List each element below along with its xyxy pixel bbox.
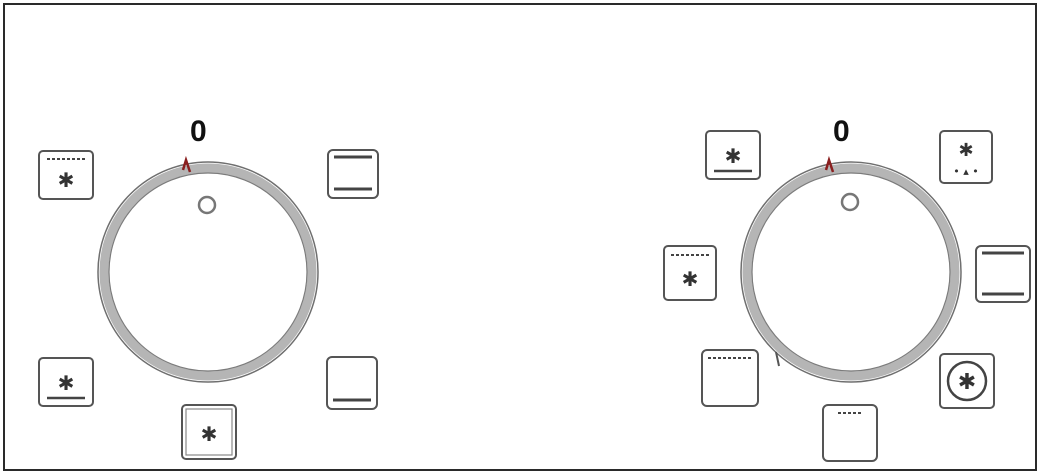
right-dial-zero-label: 0	[833, 115, 850, 148]
svg-text:✱: ✱	[958, 140, 973, 161]
svg-text:✱: ✱	[725, 144, 742, 168]
fan-icon[interactable]: ✱	[180, 403, 238, 461]
svg-text:✱: ✱	[958, 370, 976, 395]
svg-text:• ▴ •: • ▴ •	[953, 165, 979, 178]
svg-text:✱: ✱	[58, 371, 75, 395]
top-heat-fan-icon[interactable]: ✱	[37, 149, 95, 201]
full-heat-icon[interactable]	[326, 148, 380, 200]
defrost-icon[interactable]: ✱ • ▴ •	[938, 129, 994, 185]
bottom-heat-fan-icon[interactable]: ✱	[37, 356, 95, 408]
left-dial-marker	[181, 155, 192, 173]
left-dial-indicator	[197, 195, 217, 215]
bottom-heat-fan-icon[interactable]: ✱	[704, 129, 762, 181]
left-dial[interactable]	[97, 155, 319, 383]
grill-icon[interactable]	[821, 403, 879, 463]
top-heat-icon[interactable]	[700, 348, 760, 408]
svg-text:✱: ✱	[201, 422, 218, 446]
full-heat-icon[interactable]	[974, 244, 1032, 304]
diagram-frame	[3, 3, 1037, 471]
left-dial-zero-label: 0	[190, 115, 207, 148]
svg-text:✱: ✱	[682, 267, 699, 291]
right-dial-tick	[775, 351, 780, 367]
bottom-heat-icon[interactable]	[325, 355, 379, 411]
right-dial[interactable]	[740, 155, 962, 383]
right-dial-indicator	[840, 192, 860, 212]
svg-text:✱: ✱	[58, 168, 75, 192]
ring-fan-icon[interactable]: ✱	[938, 352, 996, 410]
right-dial-marker	[824, 155, 835, 173]
top-heat-fan-icon[interactable]: ✱	[662, 244, 718, 302]
